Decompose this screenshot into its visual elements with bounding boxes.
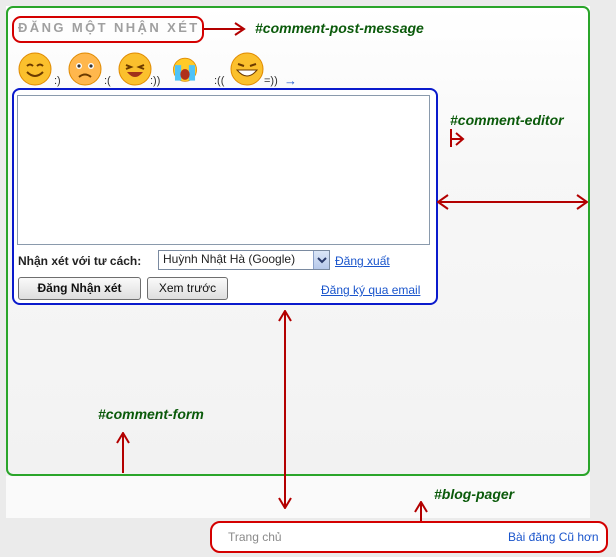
annotation-blog-pager: #blog-pager <box>434 486 515 502</box>
smile-icon[interactable] <box>18 52 52 86</box>
width-gap-arrow-shaft <box>440 201 585 203</box>
blog-pager-outline <box>210 521 608 553</box>
identity-select-value: Huỳnh Nhật Hà (Google) <box>163 252 296 266</box>
blog-content-area <box>6 476 590 518</box>
sign-out-link[interactable]: Đăng xuất <box>335 254 390 268</box>
arrow-form-head <box>116 432 130 444</box>
comment-form-outline <box>6 6 590 476</box>
height-gap-arrow-top-head <box>278 310 292 322</box>
home-link[interactable]: Trang chủ <box>228 530 282 544</box>
comment-post-message: ĐĂNG MỘT NHẬN XÉT <box>18 20 200 35</box>
comment-textarea[interactable] <box>17 95 430 245</box>
sad-icon[interactable] <box>68 52 102 86</box>
cry-icon[interactable] <box>168 52 202 86</box>
identity-select[interactable]: Huỳnh Nhật Hà (Google) <box>158 250 330 270</box>
arrow-pager-shaft <box>420 503 422 521</box>
arrow-pager-head <box>414 501 428 513</box>
arrow-form-shaft <box>122 435 124 473</box>
emoticon-code: :)) <box>150 75 161 87</box>
comment-as-label: Nhận xét với tư cách: <box>18 254 142 268</box>
emoticon-code: :) <box>54 75 61 87</box>
emoticon-code: :(( <box>214 75 225 87</box>
arrow-editor-shaft <box>450 138 462 140</box>
laugh-icon[interactable] <box>118 52 152 86</box>
annotation-comment-editor: #comment-editor <box>450 112 564 128</box>
grin-icon[interactable] <box>230 52 264 86</box>
width-gap-arrow-right-head <box>576 194 588 210</box>
subscribe-by-email-link[interactable]: Đăng ký qua email <box>321 283 421 297</box>
more-emoticons-link[interactable]: → <box>284 73 297 88</box>
emoticon-code: :( <box>104 75 111 87</box>
annotation-comment-form: #comment-form <box>98 406 204 422</box>
arrow-editor-head <box>455 132 465 146</box>
post-message-highlight <box>12 16 204 43</box>
height-gap-arrow-bottom-head <box>278 497 292 509</box>
preview-button[interactable]: Xem trước <box>147 277 228 300</box>
emoticon-code: =)) <box>264 75 278 87</box>
height-gap-arrow-shaft <box>284 312 286 508</box>
publish-comment-button[interactable]: Đăng Nhận xét <box>18 277 141 300</box>
arrow-post-message-head <box>234 22 246 36</box>
chevron-down-icon[interactable] <box>313 251 329 269</box>
older-posts-link[interactable]: Bài đăng Cũ hơn <box>508 530 599 544</box>
annotation-comment-post-message: #comment-post-message <box>255 20 424 36</box>
width-gap-arrow-left-head <box>437 194 449 210</box>
arrow-post-message-shaft <box>204 28 242 30</box>
